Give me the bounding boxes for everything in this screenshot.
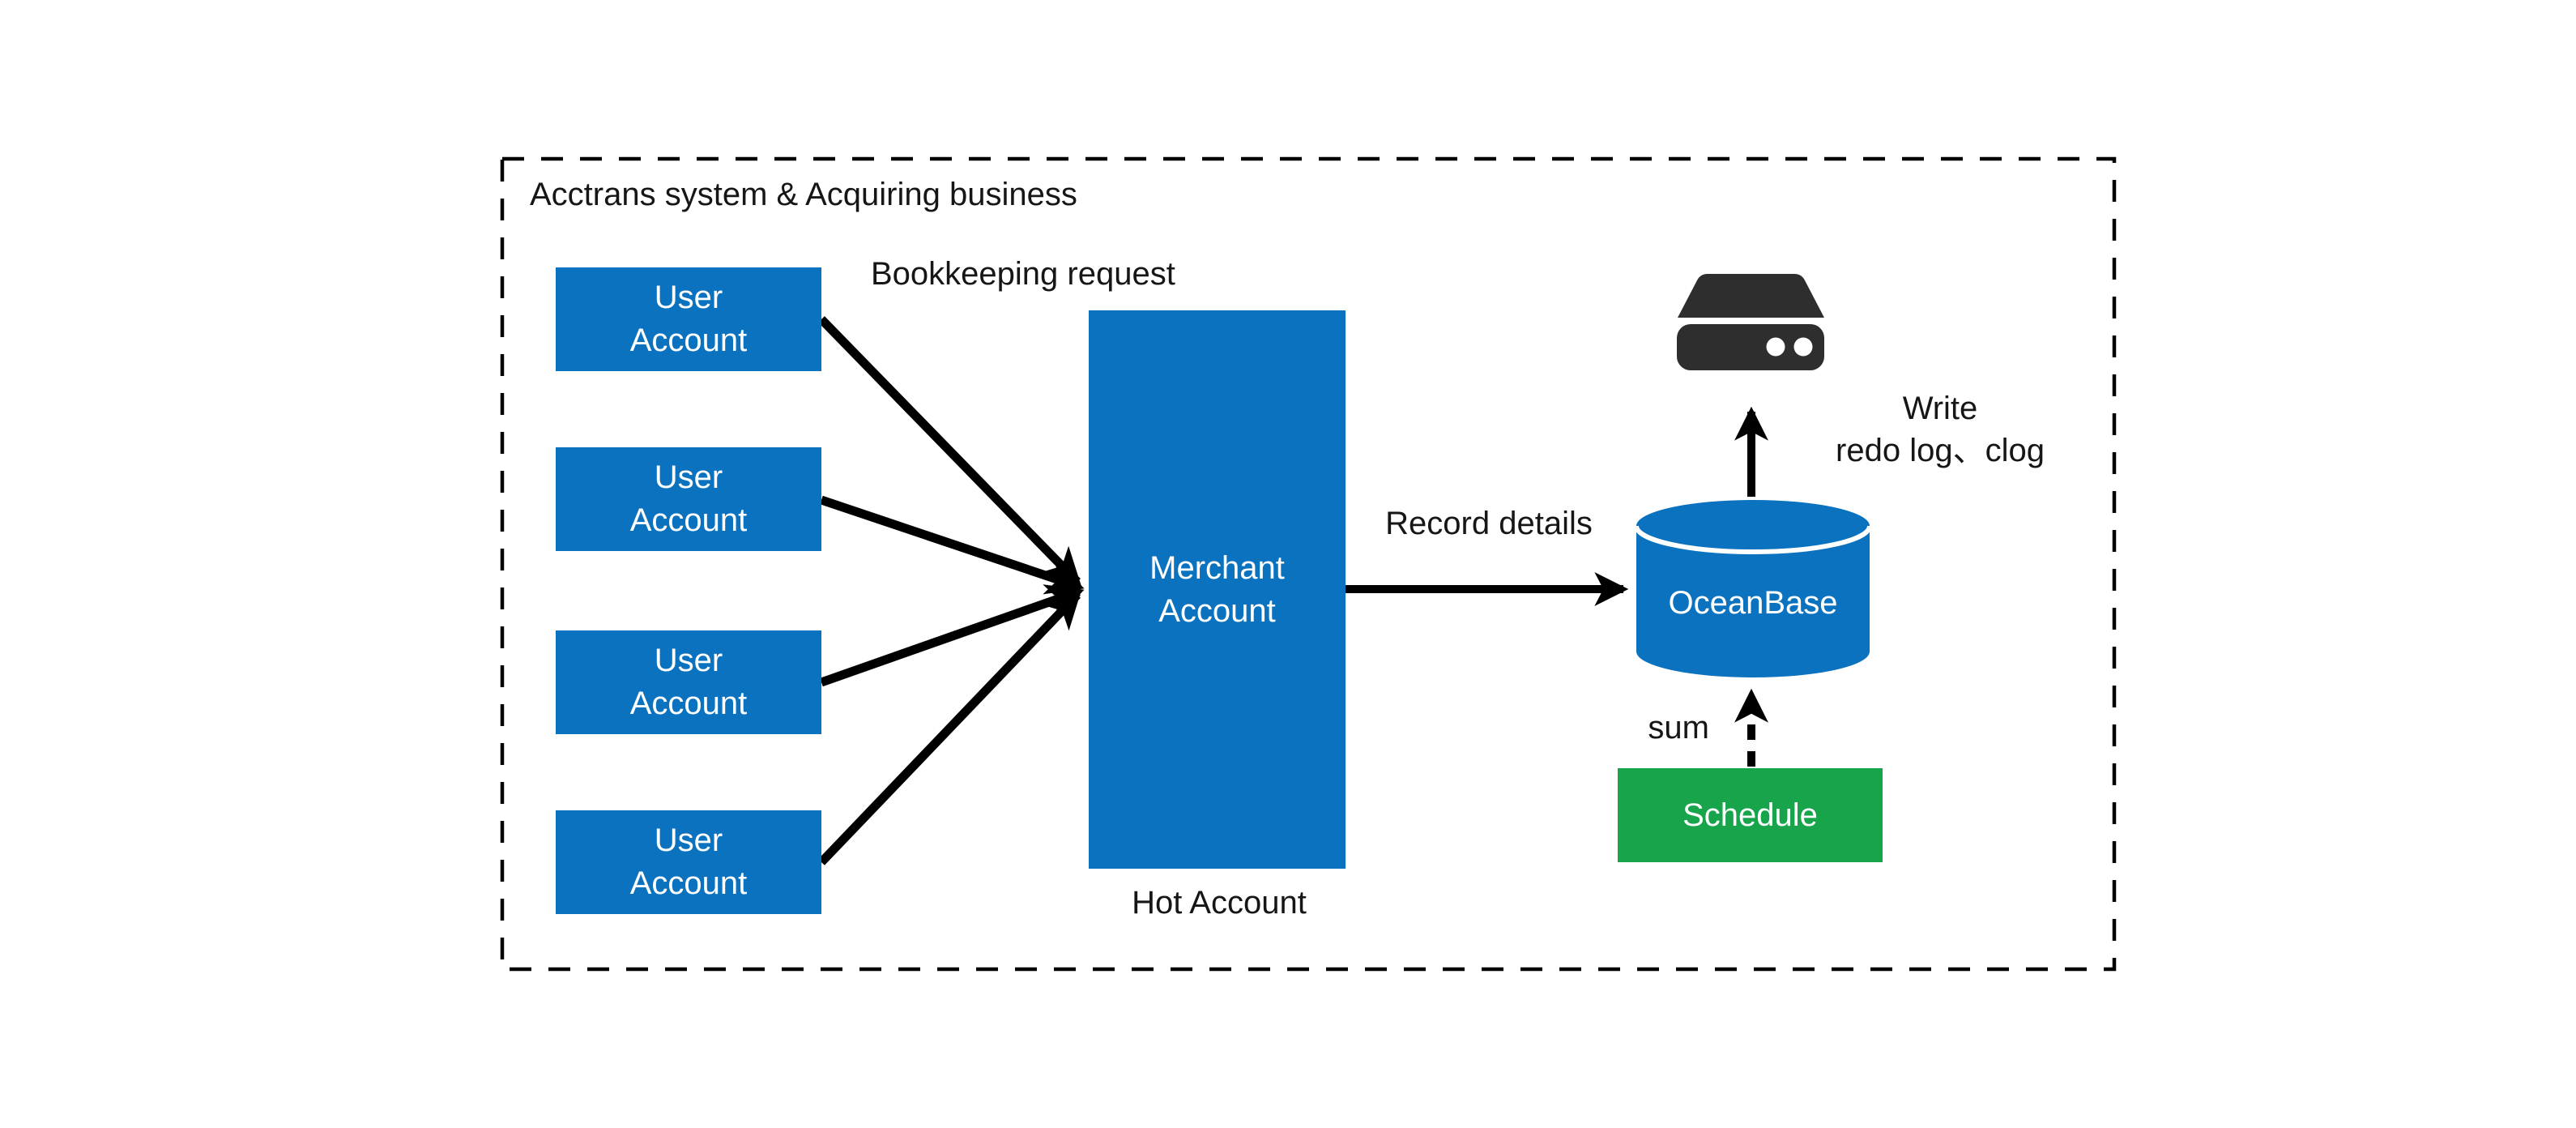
user-account-label-line2: Account [629, 865, 748, 901]
sum-label: sum [1648, 710, 1709, 746]
user-account-label-line1: User [654, 459, 723, 495]
cylinder-top-rim-highlight [1634, 525, 1872, 554]
write-log-label-line2: redo log、clog [1836, 433, 2045, 468]
cylinder-top-ellipse [1636, 500, 1870, 552]
bookkeeping-request-label: Bookkeeping request [871, 256, 1175, 292]
user-account-label-line2: Account [629, 323, 748, 358]
system-boundary-title: Acctrans system & Acquiring business [530, 177, 1077, 212]
hard-drive-body [1677, 324, 1824, 370]
hard-drive-led-1 [1766, 337, 1785, 357]
schedule-box: Schedule [1618, 768, 1883, 862]
user-account-box-4: User Account [556, 810, 821, 914]
user-account-label-line2: Account [629, 686, 748, 721]
user-account-label-line2: Account [629, 502, 748, 538]
user-account-label-line1: User [654, 822, 723, 858]
write-log-label-line1: Write [1902, 391, 1978, 426]
schedule-label: Schedule [1683, 797, 1818, 833]
system-boundary-dashed-frame [500, 156, 2117, 972]
user-account-label-line1: User [654, 643, 723, 678]
hard-drive-led-2 [1793, 337, 1813, 357]
hard-drive-lid [1678, 274, 1824, 318]
user-account-label-line1: User [654, 280, 723, 315]
bookkeeping-arrow-4 [818, 590, 1081, 865]
merchant-account-label-line1: Merchant [1149, 549, 1285, 586]
database-cylinder-icon [1634, 500, 1872, 677]
hot-account-caption: Hot Account [1132, 885, 1307, 921]
write-log-label: Write redo log、clog [1802, 387, 2078, 472]
merchant-account-label-line2: Account [1158, 592, 1276, 629]
hard-drive-icon [1677, 274, 1824, 370]
merchant-account-box: Merchant Account [1089, 310, 1346, 869]
user-account-box-1: User Account [556, 267, 821, 371]
oceanbase-label: OceanBase [1668, 585, 1838, 621]
user-account-box-2: User Account [556, 447, 821, 551]
bookkeeping-arrow-2 [820, 495, 1085, 595]
bookkeeping-arrows-group [818, 316, 1085, 865]
bookkeeping-arrow-3 [820, 584, 1085, 687]
user-account-box-3: User Account [556, 630, 821, 734]
bookkeeping-arrow-1 [818, 316, 1081, 586]
record-details-label: Record details [1385, 506, 1593, 541]
